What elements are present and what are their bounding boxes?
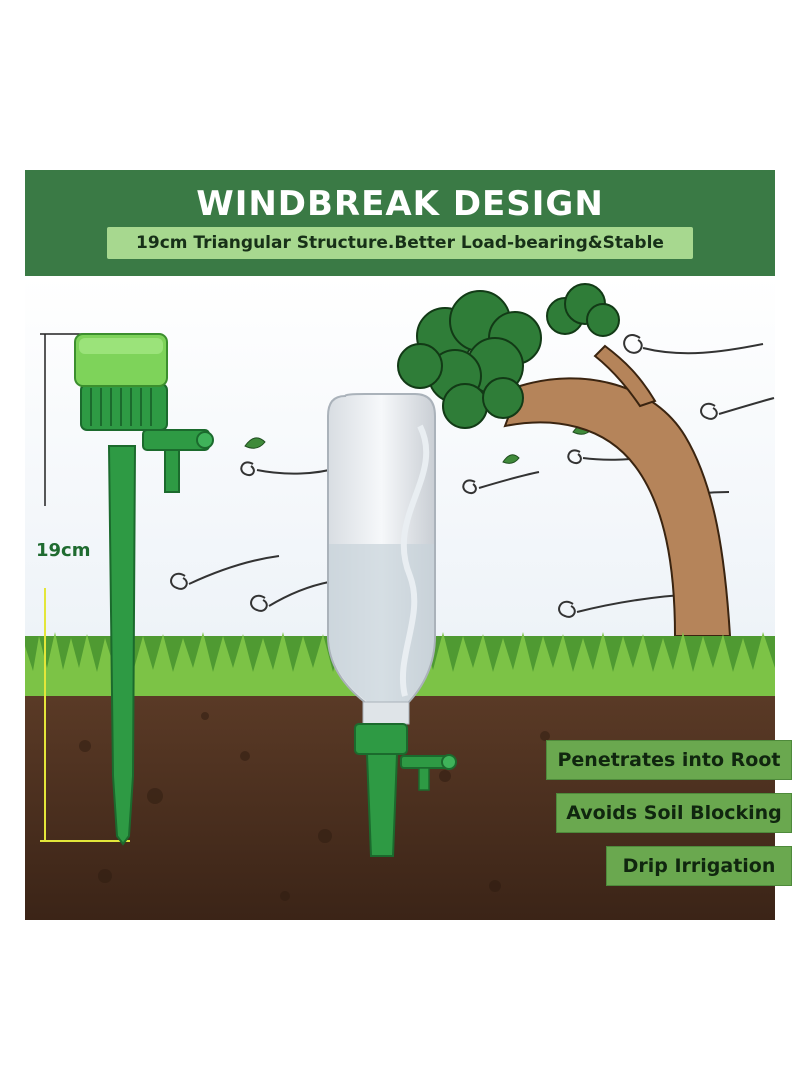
feature-tag-root: Penetrates into Root <box>546 740 792 780</box>
wind-swirl-icon <box>170 334 775 618</box>
dimension-label: 19cm <box>36 540 91 561</box>
bottle-icon <box>327 393 457 857</box>
feature-tag-drip: Drip Irrigation <box>606 846 792 886</box>
banner-subtitle: 19cm Triangular Structure.Better Load-be… <box>107 227 693 259</box>
banner-title: WINDBREAK DESIGN <box>196 184 604 224</box>
feature-tag-soil: Avoids Soil Blocking <box>556 793 792 833</box>
tree-icon <box>397 283 732 637</box>
banner: WINDBREAK DESIGN 19cm Triangular Structu… <box>25 170 775 276</box>
spike-icon <box>74 333 214 846</box>
